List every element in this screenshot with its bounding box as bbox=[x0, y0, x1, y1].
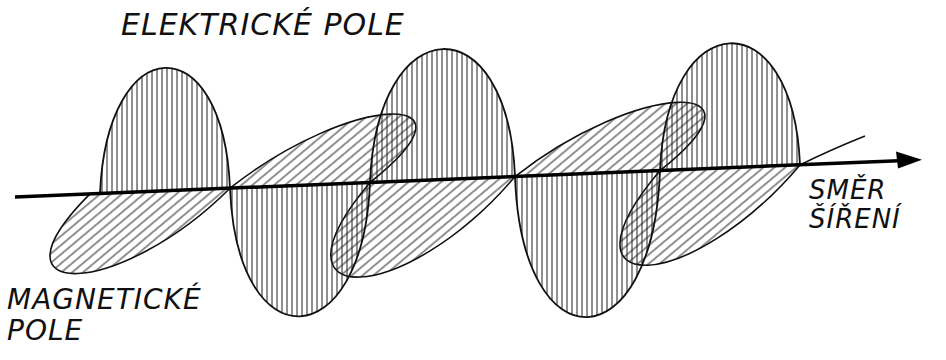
propagation-axis bbox=[15, 152, 922, 198]
electric-field-label: ELEKTRICKÉ POLE bbox=[118, 8, 454, 42]
magnetic-field-label: MAGNETICKÉ POLE bbox=[4, 284, 225, 347]
direction-label: SMĚR ŠÍŘENÍ bbox=[806, 176, 940, 234]
